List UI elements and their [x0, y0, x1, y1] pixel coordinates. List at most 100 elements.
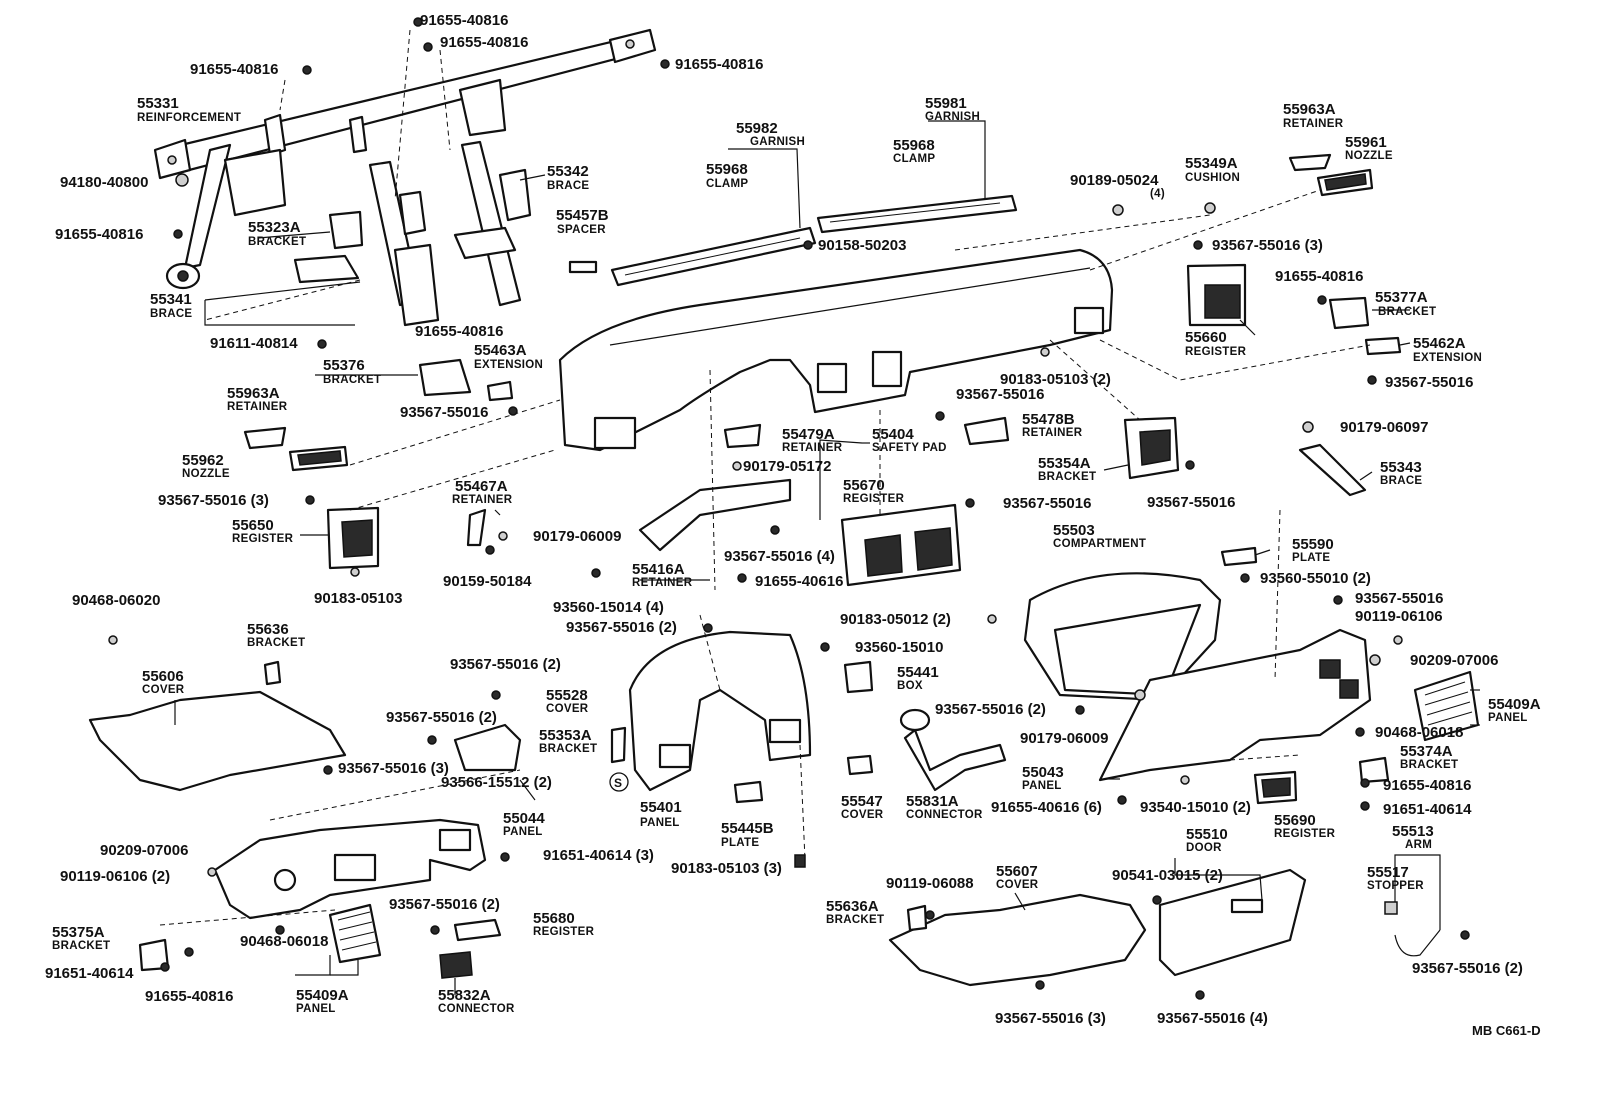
part-name-label: PLATE: [721, 837, 759, 849]
nozzle-55962-drawing: [288, 445, 349, 472]
register-55660-drawing: [1186, 263, 1247, 327]
part-number-label: 55353A: [539, 727, 592, 744]
part-name-label: REGISTER: [1274, 828, 1336, 840]
part-name-label: BRACKET: [1400, 759, 1458, 771]
part-number-label: 90541-03015 (2): [1112, 867, 1223, 884]
part-number-label: 91655-40816: [1275, 268, 1363, 285]
part-name-label: REGISTER: [1185, 346, 1247, 358]
part-number-label: 93567-55016 (2): [386, 709, 497, 726]
part-number-label: 93560-55010 (2): [1260, 570, 1371, 587]
part-number-label: 93567-55016 (3): [1212, 237, 1323, 254]
part-number-label: 91651-40614: [45, 965, 134, 982]
part-name-label: BRACKET: [826, 914, 884, 926]
spacer-drawing: [568, 260, 598, 274]
retainer-55478b-drawing: [963, 416, 1010, 446]
part-name-label: CLAMP: [893, 153, 935, 165]
bracket-55636a-drawing: [906, 904, 928, 932]
part-number-label: 55510: [1186, 826, 1228, 843]
part-number-label: 91655-40816: [675, 56, 763, 73]
part-number-label: 55479A: [782, 426, 835, 443]
part-number-label: 90468-06018: [240, 933, 328, 950]
part-number-label: 55377A: [1375, 289, 1428, 306]
part-number-label: 55462A: [1413, 335, 1466, 352]
part-number-label: 93560-15014 (4): [553, 599, 664, 616]
part-name-label: REGISTER: [533, 926, 595, 938]
brace-55341-drawing: [165, 143, 287, 290]
part-number-label: 55404: [872, 426, 914, 443]
part-name-label: BRACE: [547, 180, 589, 192]
part-name-label: BRACKET: [1038, 471, 1096, 483]
part-number-label: 90159-50184: [443, 573, 532, 590]
part-number-label: 93567-55016 (3): [158, 492, 269, 509]
cover-55606-drawing: [88, 690, 347, 792]
part-name-label: RETAINER: [632, 577, 693, 589]
part-number-label: 55445B: [721, 820, 774, 837]
register-55670-drawing: [840, 503, 962, 587]
part-number-label: 93567-55016 (3): [338, 760, 449, 777]
part-number-label: 90183-05103: [314, 590, 402, 607]
part-name-label: DOOR: [1186, 842, 1222, 854]
part-number-label: 90179-06009: [1020, 730, 1108, 747]
part-number-label: 55409A: [1488, 696, 1541, 713]
part-name-label: NOZZLE: [1345, 150, 1393, 162]
part-number-label: 55606: [142, 668, 184, 685]
part-number-label: 93567-55016: [1385, 374, 1473, 391]
part-number-label: 91651-40614 (3): [543, 847, 654, 864]
part-number-label: 55331: [137, 95, 179, 112]
part-number-label: 55513: [1392, 823, 1434, 840]
part-name-label: RETAINER: [1022, 427, 1083, 439]
part-name-label: RETAINER: [782, 442, 843, 454]
part-number-label: 90468-06020: [72, 592, 160, 609]
part-number-label: 55660: [1185, 329, 1227, 346]
part-name-label: REGISTER: [232, 533, 294, 545]
part-name-label: PANEL: [1488, 712, 1528, 724]
part-name-label: PANEL: [296, 1003, 336, 1015]
part-number-label: 91611-40814: [210, 335, 298, 352]
bracket-55341-drawing: [293, 254, 360, 284]
part-number-label: 91655-40816: [440, 34, 528, 51]
part-number-label: 90119-06106: [1355, 608, 1443, 625]
part-number-label: 55832A: [438, 987, 491, 1004]
part-number-label: 55478B: [1022, 411, 1075, 428]
part-name-label: CUSHION: [1185, 172, 1240, 184]
part-number-label: 93566-15512 (2): [441, 774, 552, 791]
part-number-label: 94180-40800: [60, 174, 148, 191]
part-name-label: BRACKET: [539, 743, 597, 755]
cover-55547-drawing: [846, 754, 874, 776]
part-number-label: 55982: [736, 120, 778, 137]
part-number-label: 90183-05012 (2): [840, 611, 951, 628]
part-number-label: 55517: [1367, 864, 1409, 881]
garnish-55982-drawing: [610, 226, 817, 287]
part-number-label: 91655-40616: [755, 573, 843, 590]
part-number-label: 93567-55016: [1355, 590, 1443, 607]
door-55510-drawing: [1158, 868, 1307, 977]
retainer-55416a-drawing: [638, 478, 792, 552]
part-number-label: 93567-55016 (2): [1412, 960, 1523, 977]
part-number-label: 55962: [182, 452, 224, 469]
part-number-label: 90119-06088: [886, 875, 974, 892]
part-number-label: 55528: [546, 687, 588, 704]
part-number-label: 93567-55016 (3): [995, 1010, 1106, 1027]
s-symbol-label: S: [614, 776, 622, 790]
panel-55409a-left-drawing: [328, 903, 382, 964]
part-number-label: 93540-15010 (2): [1140, 799, 1251, 816]
part-name-label: RETAINER: [452, 494, 513, 506]
bracket-55636-drawing: [263, 660, 282, 686]
retainer-55963a-right-drawing: [1288, 153, 1332, 172]
part-number-label: 90158-50203: [818, 237, 906, 254]
part-name-label: COVER: [142, 684, 185, 696]
bracket-55353a-drawing: [453, 723, 522, 772]
part-number-label: 55323A: [248, 219, 301, 236]
bracket-55323a-drawing: [328, 210, 364, 250]
connector-55831a-drawing: [899, 708, 1007, 792]
s-symbol: S: [609, 772, 629, 792]
cover-55528-drawing: [610, 726, 627, 764]
brace-55343-drawing: [1298, 443, 1367, 497]
part-number-label: 55441: [897, 664, 939, 681]
part-number-label: 55467A: [455, 478, 508, 495]
part-name-label: REINFORCEMENT: [137, 112, 241, 124]
part-number-label: 90209-07006: [1410, 652, 1498, 669]
part-number-label: 55590: [1292, 536, 1334, 553]
part-number-label: 55376: [323, 357, 365, 374]
